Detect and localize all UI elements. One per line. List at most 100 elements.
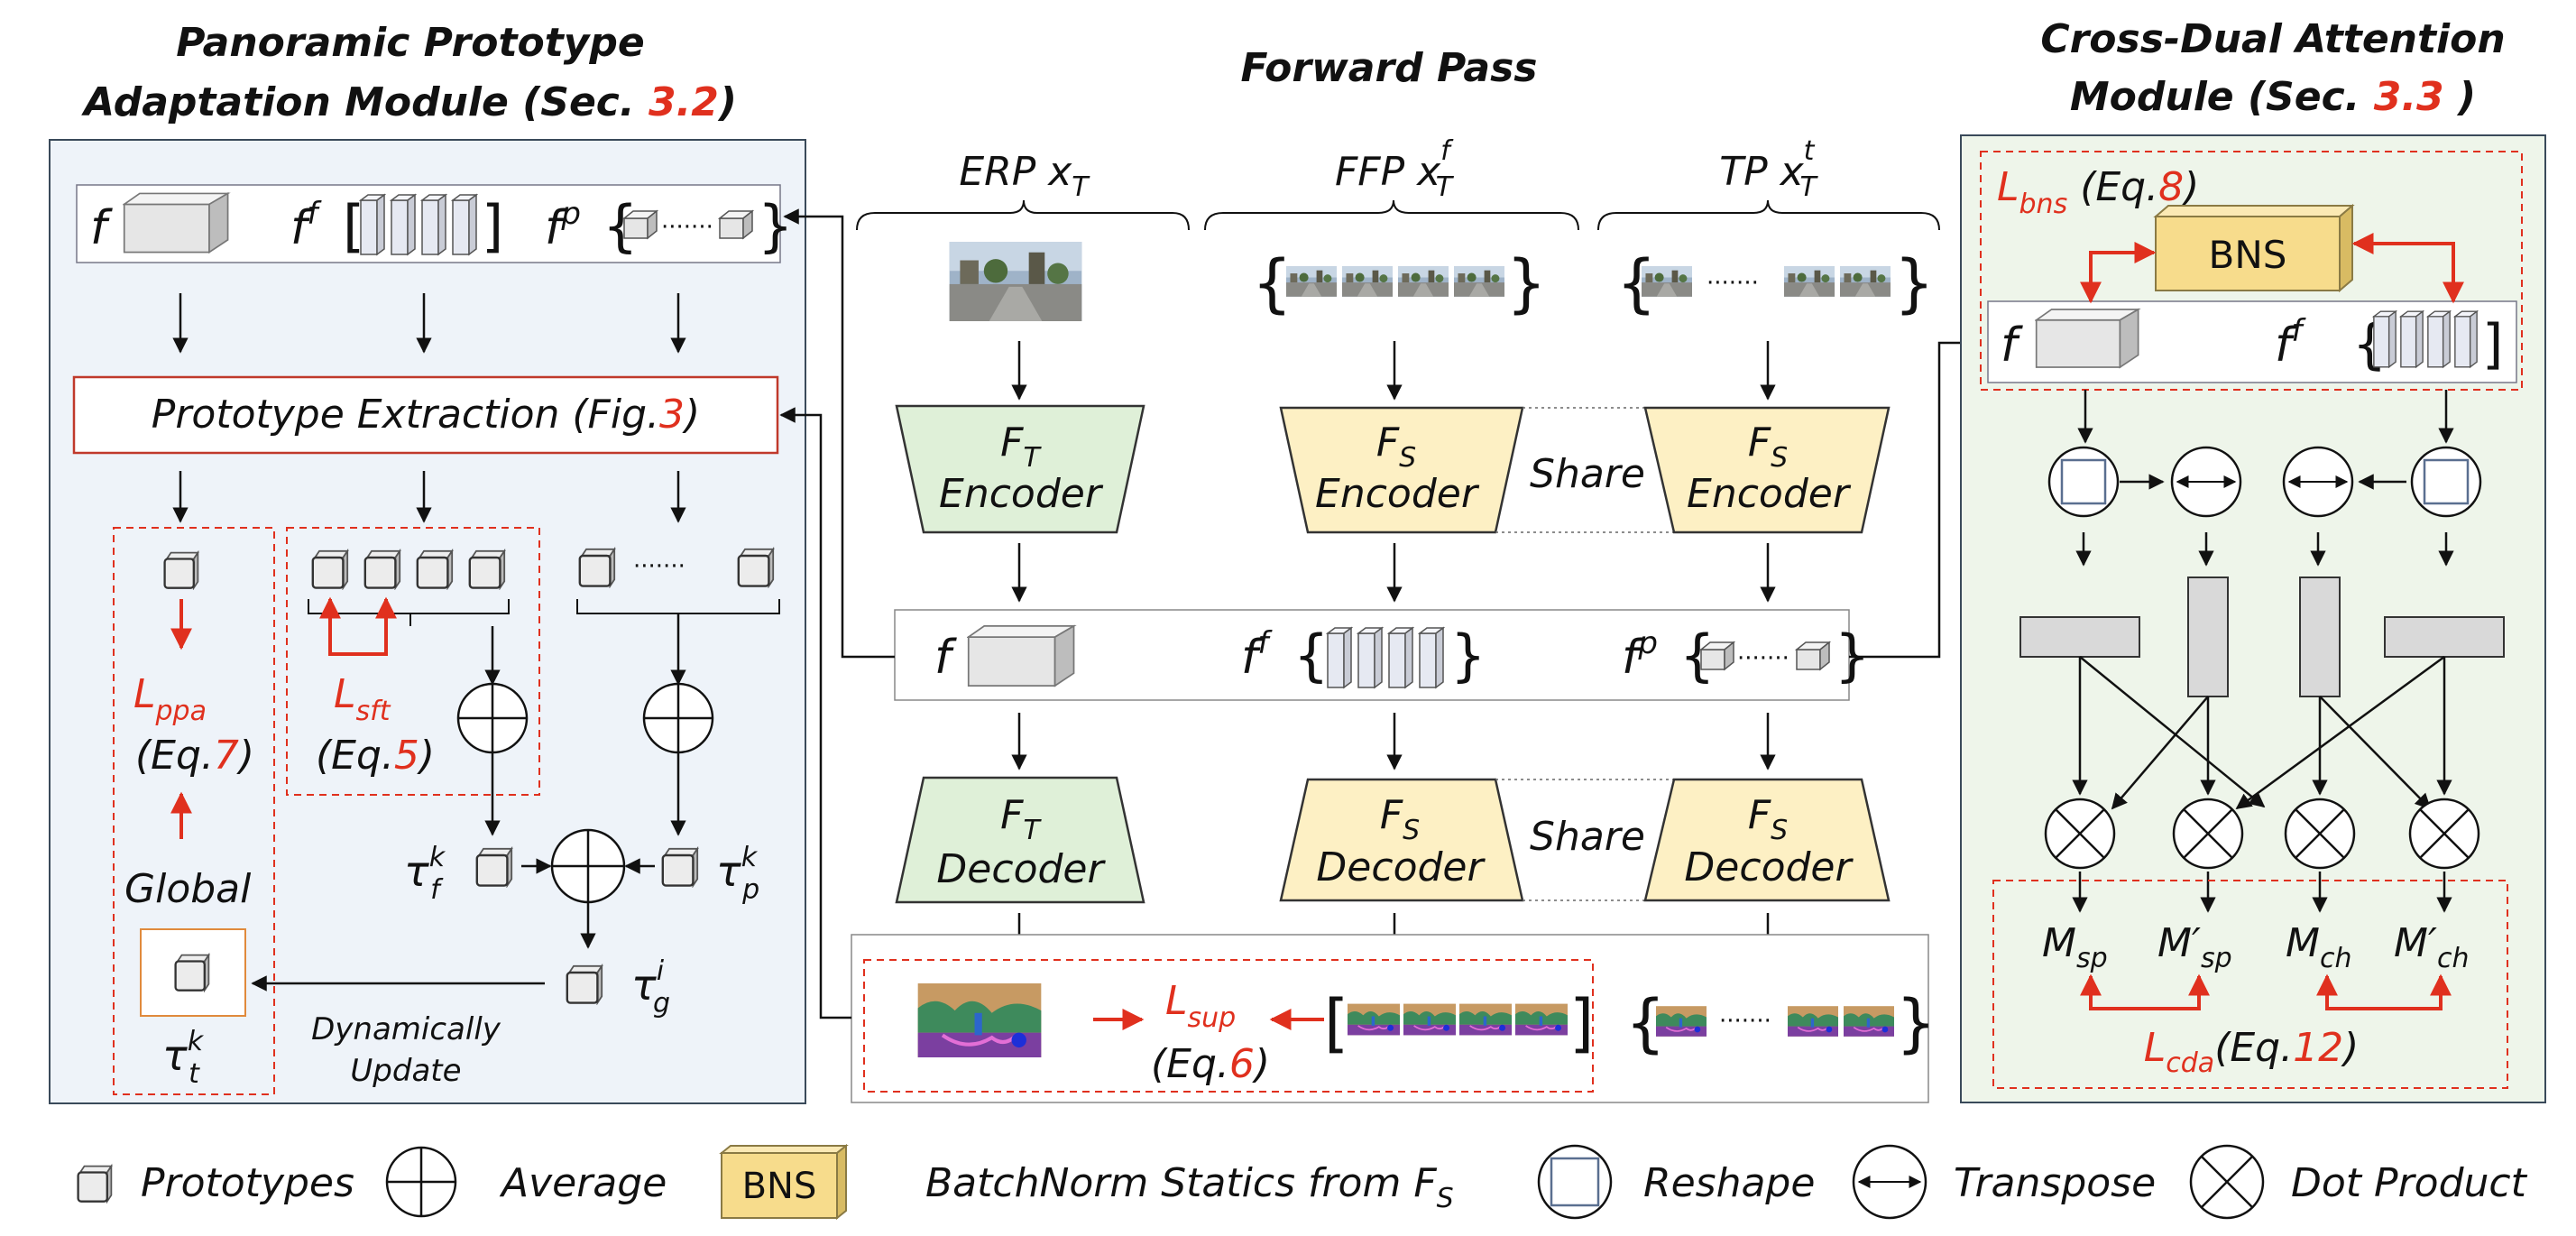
svg-text:}: } <box>1894 246 1935 320</box>
legend-average: Average <box>499 1160 667 1206</box>
m-ch-label: Mch <box>2286 920 2351 974</box>
ffp-segmentation <box>1515 1004 1568 1036</box>
feature-cube-icon <box>967 625 1075 687</box>
tp-segmentation <box>1656 1004 1707 1038</box>
slab-icon <box>1327 627 1352 688</box>
m-sp-label: Msp <box>2042 920 2108 974</box>
ffp-image <box>1454 266 1504 297</box>
erp-image <box>949 242 1082 321</box>
svg-text:·······: ······· <box>1707 270 1759 297</box>
prototype-icon <box>578 548 616 587</box>
svg-text:}: } <box>1835 623 1870 688</box>
bns-loss-box <box>1980 151 2523 391</box>
svg-text:Decoder: Decoder <box>1316 844 1486 890</box>
cda-title-line1: Cross-Dual Attention <box>2040 16 2505 62</box>
svg-text:Module (Sec. 3.3 ): Module (Sec. 3.3 ) <box>2070 74 2476 120</box>
forward-pass-title: Forward Pass <box>1241 45 1538 91</box>
ffp-image <box>1342 266 1393 297</box>
svg-text:}: } <box>758 193 793 259</box>
svg-text:FS: FS <box>1748 420 1788 474</box>
svg-text:FS: FS <box>1376 420 1416 474</box>
matrix-block <box>2019 616 2140 658</box>
svg-text:Encoder: Encoder <box>939 471 1104 517</box>
svg-text:BNS: BNS <box>2209 233 2287 277</box>
slab-icon <box>452 194 477 255</box>
small-cube-icon <box>1700 641 1734 670</box>
small-cube-icon <box>1796 641 1830 670</box>
dot-product-icon <box>2284 798 2356 870</box>
share-label: Share <box>1530 451 1645 497</box>
sft-loss-eq: (Eq.5) <box>316 733 435 779</box>
svg-text:}: } <box>1896 986 1937 1060</box>
svg-text:]: ] <box>1569 986 1594 1060</box>
sup-loss-box <box>863 959 1594 1093</box>
ffp-segmentation <box>1459 1004 1512 1036</box>
legend-transpose: Transpose <box>1954 1160 2156 1206</box>
prototype-icon <box>468 549 506 589</box>
dynamically-update-line2: Update <box>350 1053 461 1089</box>
sft-loss-box <box>286 527 540 796</box>
ppa-loss-box <box>113 527 275 1095</box>
ppa-loss-eq: (Eq.7) <box>135 733 254 779</box>
dot-product-icon <box>2189 1144 2265 1220</box>
svg-text:[: [ <box>1324 986 1348 1060</box>
sup-loss-label: Lsup <box>1165 978 1236 1034</box>
svg-text:{: { <box>1293 623 1329 688</box>
prototype-icon <box>661 847 699 887</box>
sup-loss-eq: (Eq.6) <box>1151 1041 1270 1087</box>
dot-product-icon <box>2172 798 2244 870</box>
bns-box: BNS <box>2153 203 2355 293</box>
feature-cube-icon <box>123 192 229 254</box>
svg-text:Adaptation Module (Sec. 3.2): Adaptation Module (Sec. 3.2) <box>81 79 737 125</box>
svg-text:Decoder: Decoder <box>1684 844 1854 890</box>
average-icon <box>385 1146 457 1218</box>
legend-prototypes: Prototypes <box>141 1160 354 1206</box>
reshape-icon <box>1537 1144 1613 1220</box>
dynamically-update-line1: Dynamically <box>311 1011 501 1047</box>
student-decoder-tp: FS Decoder <box>1643 778 1891 902</box>
svg-text:FS: FS <box>1380 792 1420 846</box>
ffp-image <box>1286 266 1337 297</box>
svg-text:·······: ······· <box>661 214 713 241</box>
cda-loss-box <box>1992 880 2508 1089</box>
prototype-icon <box>77 1165 113 1203</box>
bns-loss-label: Lbns (Eq.8) <box>1997 164 2199 220</box>
svg-text:·······: ······· <box>1737 645 1789 672</box>
ffp-segmentation <box>1403 1004 1456 1036</box>
prototype-icon <box>416 549 454 589</box>
ppa-title-line2: Adaptation Module (Sec. <box>81 79 649 125</box>
student-encoder-ffp: FS Encoder <box>1279 406 1524 534</box>
legend-batchnorm: BatchNorm Statics from FS <box>925 1160 1454 1214</box>
share-label: Share <box>1530 814 1645 860</box>
ppa-title-ref: 3.2 <box>649 79 719 125</box>
tp-segmentation <box>1844 1004 1894 1038</box>
slab-icon <box>2373 310 2397 368</box>
slab-icon <box>2400 310 2424 368</box>
slab-icon <box>1419 627 1444 688</box>
prototype-icon <box>475 847 513 887</box>
ppa-loss-label: Lppa <box>133 671 207 727</box>
slab-icon <box>391 194 416 255</box>
svg-text:Encoder: Encoder <box>1315 471 1480 517</box>
svg-text:}: } <box>1506 246 1547 320</box>
prototype-extraction-box <box>72 375 779 455</box>
svg-text:BNS: BNS <box>742 1166 817 1207</box>
tp-image <box>1784 266 1835 297</box>
matrix-block <box>2187 576 2229 697</box>
tp-image <box>1642 266 1692 297</box>
cda-title-close: ) <box>2444 74 2476 120</box>
tp-image <box>1840 266 1891 297</box>
svg-text:·······: ······· <box>633 553 685 580</box>
slab-icon <box>1388 627 1413 688</box>
teacher-encoder: FT Encoder <box>895 404 1145 534</box>
ppa-title: Panoramic Prototype Adaptation Module (S… <box>81 20 737 125</box>
cda-loss-label: Lcda(Eq.12) <box>2144 1025 2360 1079</box>
cda-title-ref: 3.3 <box>2374 74 2444 120</box>
svg-text:]: ] <box>2482 313 2503 376</box>
prototype-icon <box>311 549 349 589</box>
dot-product-icon <box>2408 798 2480 870</box>
matrix-block <box>2384 616 2505 658</box>
